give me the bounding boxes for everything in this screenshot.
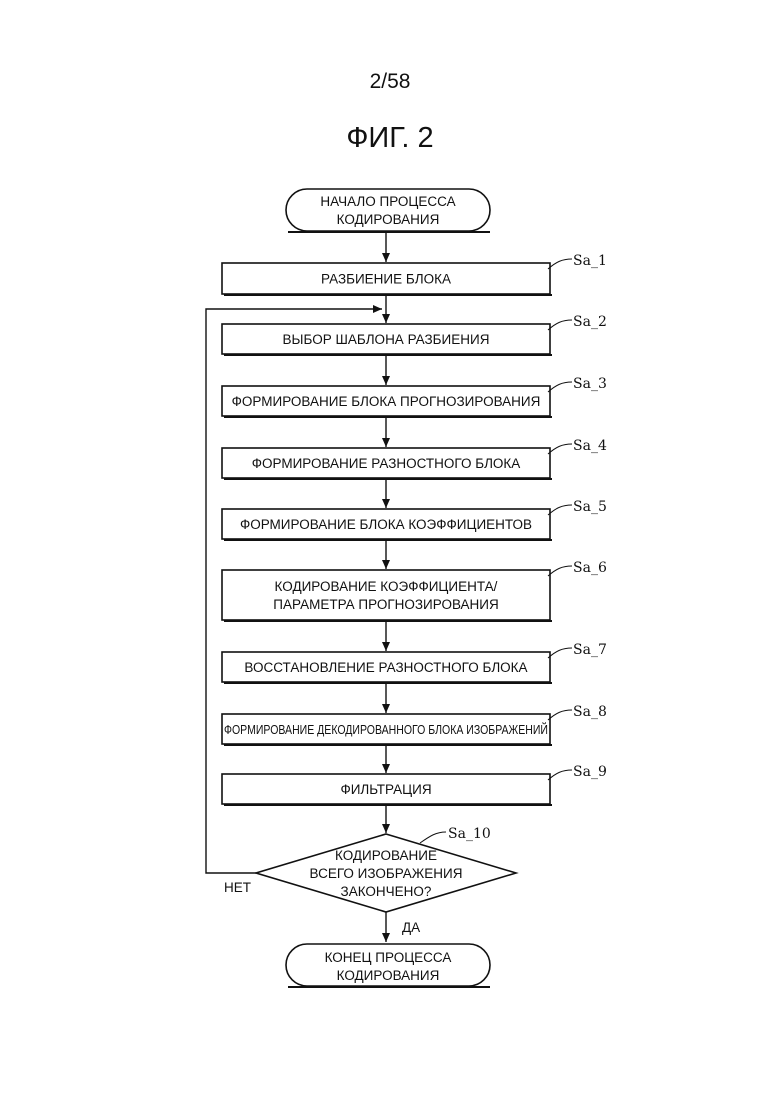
step-tag: Sa_8 [573, 704, 607, 720]
step-box [222, 570, 550, 620]
step-box-shadow [224, 354, 552, 356]
step-label: ФОРМИРОВАНИЕ РАЗНОСТНОГО БЛОКА [252, 456, 521, 471]
end-line-2: КОДИРОВАНИЯ [337, 968, 440, 983]
process-step: ВЫБОР ШАБЛОНА РАЗБИЕНИЯ Sa_2 [222, 314, 607, 356]
step-label: ФОРМИРОВАНИЕ БЛОКА КОЭФФИЦИЕНТОВ [240, 517, 532, 532]
process-step: ФОРМИРОВАНИЕ БЛОКА ПРОГНОЗИРОВАНИЯ Sa_3 [222, 376, 607, 418]
step-label: ФИЛЬТРАЦИЯ [340, 782, 431, 797]
step-label: ВОССТАНОВЛЕНИЕ РАЗНОСТНОГО БЛОКА [244, 660, 527, 675]
start-terminator: НАЧАЛО ПРОЦЕССА КОДИРОВАНИЯ [286, 189, 490, 233]
step-tag-leader [548, 566, 572, 576]
step-box-shadow [224, 744, 552, 746]
step-tag: Sa_1 [573, 253, 607, 269]
process-step: КОДИРОВАНИЕ КОЭФФИЦИЕНТА/ПАРАМЕТРА ПРОГН… [222, 560, 607, 622]
step-tag-leader [548, 259, 572, 269]
step-box-shadow [224, 416, 552, 418]
step-tag: Sa_2 [573, 314, 607, 330]
step-tag-leader [548, 320, 572, 330]
step-tag-leader [548, 505, 572, 515]
step-label: ФОРМИРОВАНИЕ БЛОКА ПРОГНОЗИРОВАНИЯ [232, 394, 541, 409]
step-tag-leader [548, 382, 572, 392]
step-tag: Sa_9 [573, 764, 607, 780]
step-box-shadow [224, 804, 552, 806]
step-label: ФОРМИРОВАНИЕ ДЕКОДИРОВАННОГО БЛОКА ИЗОБР… [224, 722, 548, 737]
step-tag-leader [548, 710, 572, 720]
process-step: ФОРМИРОВАНИЕ ДЕКОДИРОВАННОГО БЛОКА ИЗОБР… [222, 704, 607, 746]
process-step: ФОРМИРОВАНИЕ БЛОКА КОЭФФИЦИЕНТОВ Sa_5 [222, 499, 607, 541]
process-step: ФОРМИРОВАНИЕ РАЗНОСТНОГО БЛОКА Sa_4 [222, 438, 607, 480]
step-box-shadow [224, 539, 552, 541]
step-label: РАЗБИЕНИЕ БЛОКА [321, 272, 451, 287]
step-box-shadow [224, 294, 552, 296]
yes-label: ДА [402, 920, 420, 935]
decision-diamond: КОДИРОВАНИЕ ВСЕГО ИЗОБРАЖЕНИЯ ЗАКОНЧЕНО?… [256, 826, 516, 912]
step-label: ПАРАМЕТРА ПРОГНОЗИРОВАНИЯ [273, 597, 498, 612]
decision-line-1: КОДИРОВАНИЕ [335, 848, 437, 863]
step-tag: Sa_6 [573, 560, 607, 576]
no-label: НЕТ [224, 880, 251, 895]
process-step: ВОССТАНОВЛЕНИЕ РАЗНОСТНОГО БЛОКА Sa_7 [222, 642, 607, 684]
step-tag: Sa_4 [573, 438, 607, 454]
step-label: КОДИРОВАНИЕ КОЭФФИЦИЕНТА/ [275, 579, 498, 594]
process-steps: РАЗБИЕНИЕ БЛОКА Sa_1ВЫБОР ШАБЛОНА РАЗБИЕН… [222, 253, 607, 833]
step-tag: Sa_5 [573, 499, 607, 515]
step-tag-leader [548, 648, 572, 658]
decision-line-2: ВСЕГО ИЗОБРАЖЕНИЯ [310, 866, 463, 881]
step-tag: Sa_7 [573, 642, 607, 658]
decision-tag-leader [420, 832, 446, 843]
step-label: ВЫБОР ШАБЛОНА РАЗБИЕНИЯ [283, 332, 490, 347]
decision-tag: Sa_10 [448, 826, 491, 842]
end-line-1: КОНЕЦ ПРОЦЕССА [325, 950, 452, 965]
start-line-2: КОДИРОВАНИЯ [337, 212, 440, 227]
step-tag: Sa_3 [573, 376, 607, 392]
step-tag-leader [548, 444, 572, 454]
process-step: РАЗБИЕНИЕ БЛОКА Sa_1 [222, 253, 607, 296]
end-terminator: КОНЕЦ ПРОЦЕССА КОДИРОВАНИЯ [286, 944, 490, 988]
decision-line-3: ЗАКОНЧЕНО? [341, 884, 432, 899]
step-tag-leader [548, 770, 572, 780]
step-box-shadow [224, 620, 552, 622]
start-line-1: НАЧАЛО ПРОЦЕССА [320, 194, 455, 209]
process-step: ФИЛЬТРАЦИЯ Sa_9 [222, 764, 607, 806]
step-box-shadow [224, 682, 552, 684]
step-box-shadow [224, 478, 552, 480]
